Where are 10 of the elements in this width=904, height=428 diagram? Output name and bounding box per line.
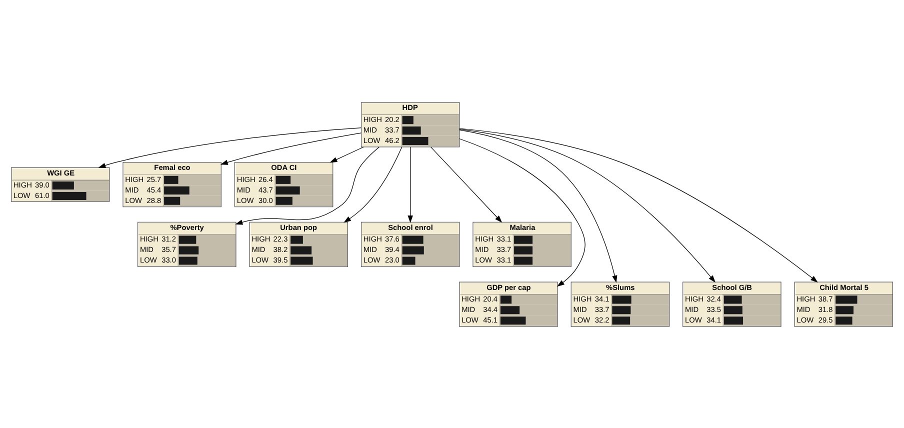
arrow (408, 146, 413, 222)
arrow (220, 132, 362, 164)
arrow (98, 126, 362, 168)
arrow (459, 128, 716, 282)
arrow (330, 146, 364, 162)
arrow (430, 146, 502, 222)
arrow (344, 146, 402, 222)
arrow (459, 138, 586, 286)
arrow (459, 129, 618, 282)
arrow (459, 128, 818, 282)
